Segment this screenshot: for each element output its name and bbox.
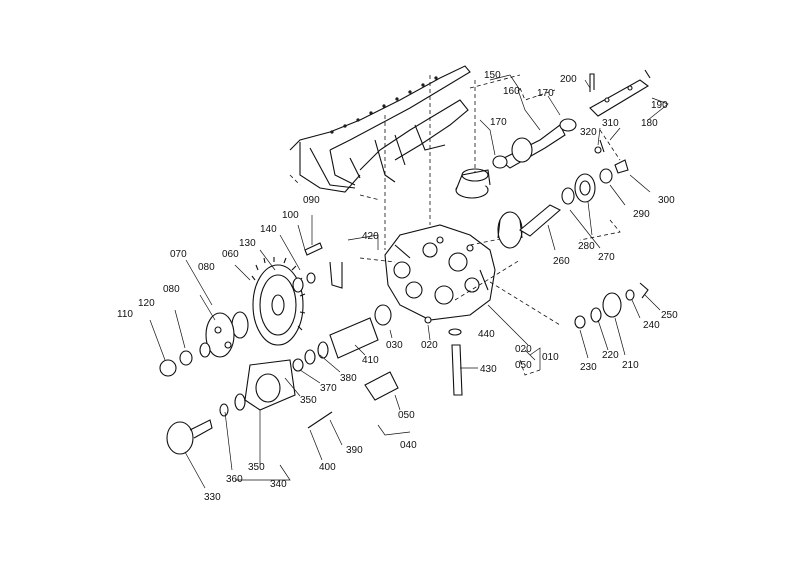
leader-lines (149, 74, 669, 489)
part-label: 270 (598, 252, 615, 263)
part-label: 080 (198, 262, 215, 273)
part-label: 380 (340, 373, 357, 384)
part-label: 120 (138, 298, 155, 309)
part-label: 050 (515, 360, 532, 371)
part-label: 440 (478, 329, 495, 340)
part-label: 100 (282, 210, 299, 221)
engine-block-outline (289, 65, 471, 201)
part-label: 070 (170, 249, 187, 260)
oil-pump-gear-assembly (424, 282, 649, 396)
part-label: 290 (633, 209, 650, 220)
part-label: 210 (622, 360, 639, 371)
part-label: 330 (204, 492, 221, 503)
part-label: 260 (553, 256, 570, 267)
part-label: 410 (362, 355, 379, 366)
part-label: 060 (222, 249, 239, 260)
part-label: 220 (602, 350, 619, 361)
cam-gear-assembly (159, 242, 343, 377)
part-label: 430 (480, 364, 497, 375)
part-label: 130 (239, 238, 256, 249)
part-label: 250 (661, 310, 678, 321)
part-label: 190 (651, 100, 668, 111)
pump-drive-assembly (166, 304, 399, 455)
part-label: 170 (537, 88, 554, 99)
part-label: 350 (248, 462, 265, 473)
assembly-axis-lines (359, 74, 621, 376)
part-label: 020 (421, 340, 438, 351)
part-label: 040 (400, 440, 417, 451)
part-label: 230 (580, 362, 597, 373)
part-label: 350 (300, 395, 317, 406)
part-label: 310 (602, 118, 619, 129)
part-label: 010 (542, 352, 559, 363)
part-label: 050 (398, 410, 415, 421)
part-label: 280 (578, 241, 595, 252)
part-labels: 150 160 170 170 200 190 180 320 310 300 … (117, 70, 678, 503)
idler-gear-assembly (497, 139, 629, 249)
part-label: 340 (270, 479, 287, 490)
part-label: 390 (346, 445, 363, 456)
part-label: 170 (490, 117, 507, 128)
part-label: 020 (515, 344, 532, 355)
part-label: 180 (641, 118, 658, 129)
idler-shaft-assembly (455, 69, 651, 199)
part-label: 110 (117, 309, 133, 320)
part-label: 200 (560, 74, 577, 85)
part-label: 080 (163, 284, 180, 295)
part-label: 420 (362, 231, 379, 242)
part-label: 160 (503, 86, 520, 97)
part-label: 140 (260, 224, 277, 235)
part-label: 370 (320, 383, 337, 394)
gear-case-housing (384, 224, 496, 321)
part-label: 300 (658, 195, 675, 206)
part-label: 400 (319, 462, 336, 473)
part-label: 240 (643, 320, 660, 331)
part-label: 030 (386, 340, 403, 351)
part-label: 090 (303, 195, 320, 206)
part-label: 320 (580, 127, 597, 138)
part-label: 150 (484, 70, 501, 81)
part-label: 360 (226, 474, 243, 485)
block-bolt-holes (330, 76, 438, 134)
